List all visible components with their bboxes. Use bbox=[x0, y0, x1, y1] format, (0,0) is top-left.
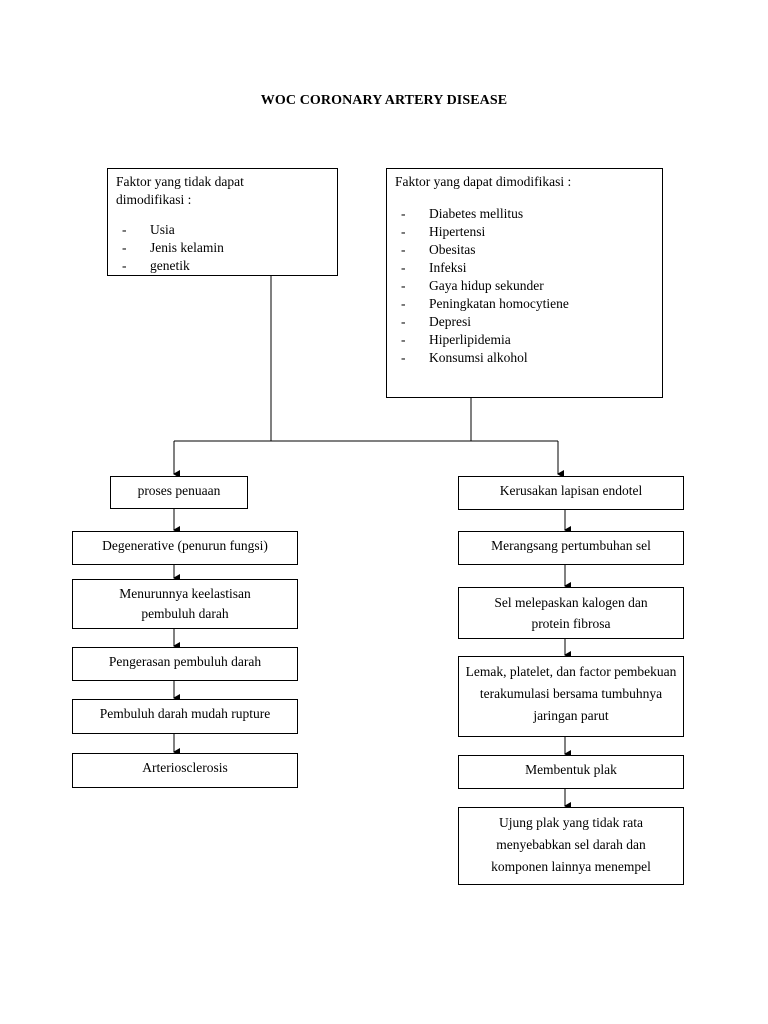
list-item: Peningkatan homocytiene bbox=[395, 295, 654, 313]
node-vessel-rupture: Pembuluh darah mudah rupture bbox=[72, 699, 298, 734]
node-label: Pembuluh darah mudah rupture bbox=[99, 706, 271, 721]
node-label: Membentuk plak bbox=[525, 762, 617, 777]
list-item: Hipertensi bbox=[395, 223, 654, 241]
node-aging-process: proses penuaan bbox=[110, 476, 248, 509]
node-collagen-release: Sel melepaskan kalogen dan protein fibro… bbox=[458, 587, 684, 639]
node-label: Degenerative (penurun fungsi) bbox=[102, 538, 268, 553]
node-label: Arteriosclerosis bbox=[142, 760, 228, 775]
list-item: Depresi bbox=[395, 313, 654, 331]
node-vessel-hardening: Pengerasan pembuluh darah bbox=[72, 647, 298, 681]
node-label: Ujung plak yang tidak rata menyebabkan s… bbox=[491, 815, 651, 874]
non-modifiable-list: Usia Jenis kelamin genetik bbox=[116, 221, 329, 275]
modifiable-list: Diabetes mellitus Hipertensi Obesitas In… bbox=[395, 205, 654, 367]
list-item: Konsumsi alkohol bbox=[395, 349, 654, 367]
non-modifiable-heading: Faktor yang tidak dapat dimodifikasi : bbox=[116, 174, 244, 207]
list-item: Infeksi bbox=[395, 259, 654, 277]
node-decreased-elasticity: Menurunnya keelastisan pembuluh darah bbox=[72, 579, 298, 629]
non-modifiable-factors-box: Faktor yang tidak dapat dimodifikasi : U… bbox=[107, 168, 338, 276]
node-label: Kerusakan lapisan endotel bbox=[499, 483, 643, 498]
diagram-title: WOC CORONARY ARTERY DISEASE bbox=[260, 93, 508, 108]
node-accumulation: Lemak, platelet, dan factor pembekuan te… bbox=[458, 656, 684, 737]
node-label: Lemak, platelet, dan factor pembekuan te… bbox=[465, 664, 677, 723]
node-plaque-forming: Membentuk plak bbox=[458, 755, 684, 789]
node-label: Menurunnya keelastisan pembuluh darah bbox=[119, 586, 251, 621]
node-arteriosclerosis: Arteriosclerosis bbox=[72, 753, 298, 788]
node-endothelial-damage: Kerusakan lapisan endotel bbox=[458, 476, 684, 510]
node-label: Sel melepaskan kalogen dan protein fibro… bbox=[494, 595, 648, 631]
modifiable-factors-box: Faktor yang dapat dimodifikasi : Diabete… bbox=[386, 168, 663, 398]
node-label: Merangsang pertumbuhan sel bbox=[491, 538, 651, 553]
list-item: Hiperlipidemia bbox=[395, 331, 654, 349]
list-item: Gaya hidup sekunder bbox=[395, 277, 654, 295]
list-item: Usia bbox=[116, 221, 329, 239]
modifiable-heading: Faktor yang dapat dimodifikasi : bbox=[395, 174, 572, 189]
list-item: genetik bbox=[116, 257, 329, 275]
node-label: proses penuaan bbox=[137, 483, 221, 498]
list-item: Diabetes mellitus bbox=[395, 205, 654, 223]
list-item: Obesitas bbox=[395, 241, 654, 259]
node-uneven-plaque: Ujung plak yang tidak rata menyebabkan s… bbox=[458, 807, 684, 885]
node-label: Pengerasan pembuluh darah bbox=[108, 654, 262, 669]
node-cell-growth: Merangsang pertumbuhan sel bbox=[458, 531, 684, 565]
node-degenerative: Degenerative (penurun fungsi) bbox=[72, 531, 298, 565]
list-item: Jenis kelamin bbox=[116, 239, 329, 257]
